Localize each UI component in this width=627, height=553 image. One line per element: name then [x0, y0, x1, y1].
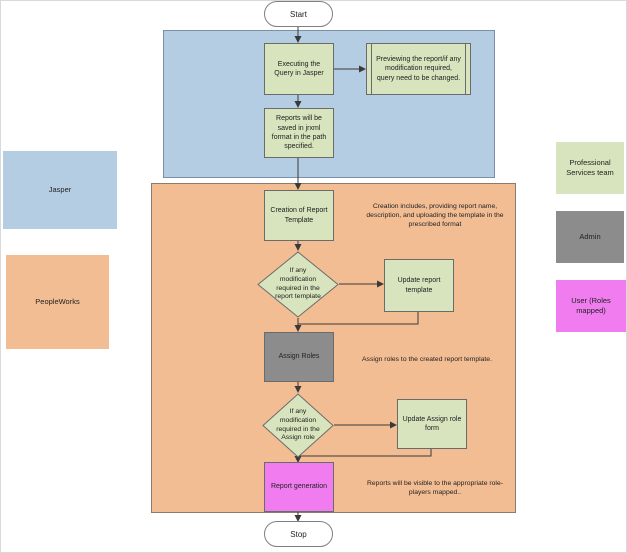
previewing-report-box: Previewing the report/if any modificatio…	[366, 43, 471, 95]
legend-user-roles: User (Roles mapped)	[556, 280, 626, 332]
creation-note: Creation includes, providing report name…	[360, 202, 510, 230]
decision-assign-role-label: If any modification required in the Assi…	[276, 407, 320, 442]
start-label: Start	[290, 9, 307, 19]
connector-update2-loop	[298, 449, 432, 457]
legend-peopleworks-label: PeopleWorks	[35, 297, 80, 307]
report-generation-label: Report generation	[270, 483, 328, 491]
legend-jasper: Jasper	[3, 151, 117, 229]
executing-query-label: Executing the Query in Jasper	[274, 60, 324, 77]
assign-roles-box: Assign Roles	[264, 332, 334, 382]
reports-saved-box: Reports will be saved in jrxml format in…	[264, 108, 334, 158]
report-generation-note: Reports will be visible to the appropria…	[360, 479, 510, 497]
assign-roles-note: Assign roles to the created report templ…	[352, 355, 502, 364]
stop-label: Stop	[290, 529, 307, 539]
assign-roles-label: Assign Roles	[278, 353, 320, 361]
legend-jasper-label: Jasper	[48, 185, 72, 195]
executing-query-box: Executing the Query in Jasper	[264, 43, 334, 95]
report-generation-note-text: Reports will be visible to the appropria…	[366, 480, 503, 497]
update-template-label: Update report template	[397, 277, 441, 294]
connector-update-loop	[298, 312, 419, 325]
legend-user-roles-label: User (Roles mapped)	[571, 296, 611, 315]
update-assign-role-label: Update Assign role form	[402, 415, 462, 432]
creation-note-text: Creation includes, providing report name…	[366, 203, 504, 229]
reports-saved-label: Reports will be saved in jrxml format in…	[271, 115, 327, 151]
decision-assign-role-shape	[262, 393, 334, 458]
legend-admin: Admin	[556, 211, 624, 263]
decision-template-shape	[257, 251, 339, 318]
stop-terminal: Stop	[264, 521, 333, 547]
assign-roles-note-text: Assign roles to the created report templ…	[362, 356, 492, 363]
legend-professional-services: Professional Services team	[556, 142, 624, 194]
report-generation-box: Report generation	[264, 462, 334, 512]
legend-admin-label: Admin	[579, 232, 601, 242]
decision-assign-role: If any modification required in the Assi…	[262, 393, 334, 458]
legend-peopleworks: PeopleWorks	[6, 255, 109, 349]
start-terminal: Start	[264, 1, 333, 27]
legend-professional-services-label: Professional Services team	[566, 158, 614, 177]
decision-template-label: If any modification required in the repo…	[275, 266, 321, 301]
update-template-box: Update report template	[384, 259, 454, 312]
previewing-report-label: Previewing the report/if any modificatio…	[376, 55, 461, 82]
creation-template-label: Creation of Report Template	[270, 207, 328, 224]
creation-template-box: Creation of Report Template	[264, 190, 334, 241]
update-assign-role-box: Update Assign role form	[397, 399, 467, 449]
decision-template: If any modification required in the repo…	[257, 251, 339, 318]
